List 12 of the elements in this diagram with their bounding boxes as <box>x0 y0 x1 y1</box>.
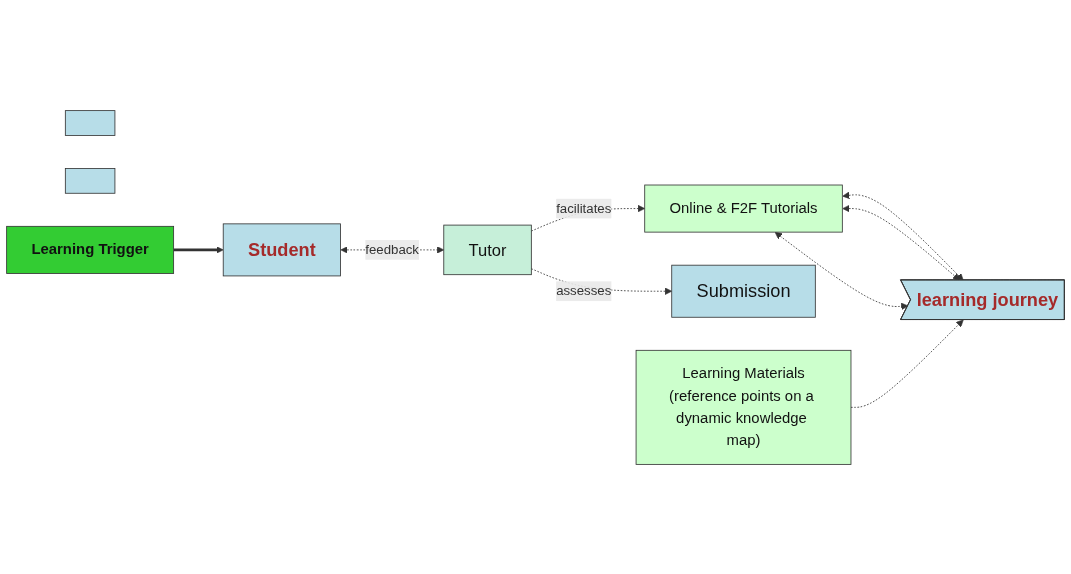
node-box <box>64 167 116 194</box>
node-box: Student <box>222 222 341 276</box>
node-box: Submission <box>671 264 816 318</box>
node-box: Online & F2F Tutorials <box>644 184 843 233</box>
edge-label: feedback <box>365 241 419 256</box>
node-box: Tutor <box>443 224 532 275</box>
node-box: Learning Trigger <box>6 225 175 274</box>
node-box <box>64 109 116 136</box>
node-box: Learning Materials (reference points on a dynamic knowledge map) <box>635 349 852 465</box>
edge-label: facilitates <box>556 200 612 215</box>
edge-label: assesses <box>556 283 612 298</box>
arrow <box>173 245 224 254</box>
